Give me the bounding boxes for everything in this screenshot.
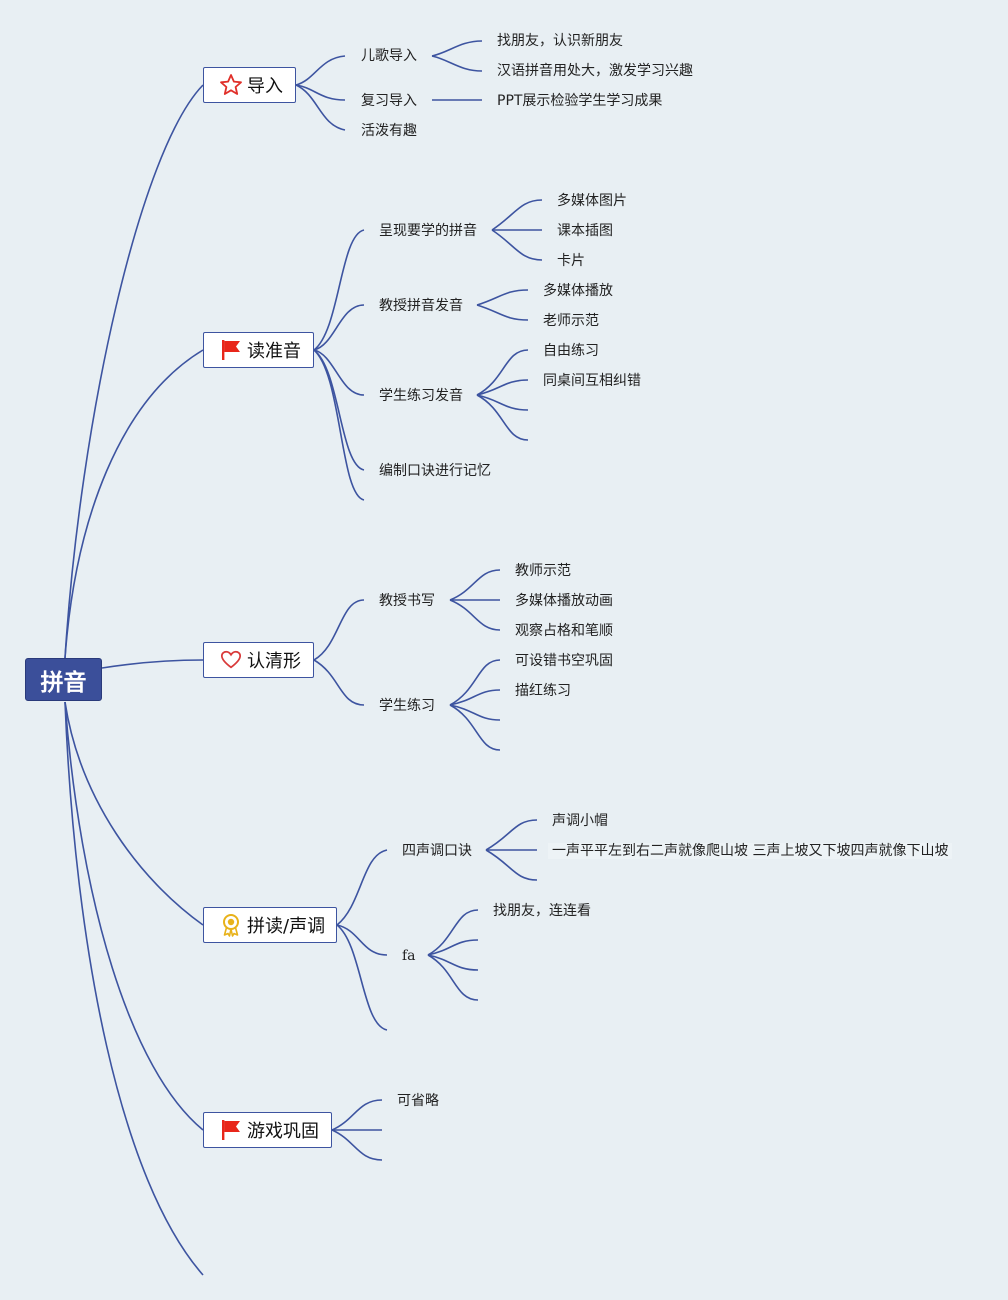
branch-topic-import[interactable]: 导入	[203, 67, 296, 103]
branch-topic-spelling-tone[interactable]: 拼读/声调	[203, 907, 337, 943]
connector-b2-s1-l2	[449, 704, 501, 721]
connector-b3-s2	[336, 924, 388, 1031]
connector-root-b0	[64, 84, 204, 659]
subtopic[interactable]: 儿歌导入	[361, 48, 417, 64]
subtopic[interactable]: 编制口诀进行记忆	[379, 463, 491, 479]
connector-b1-s4	[313, 349, 365, 501]
subtopic[interactable]: 学生练习	[379, 698, 435, 714]
leaf-topic[interactable]: 同桌间互相纠错	[543, 373, 641, 389]
star-icon	[218, 73, 244, 97]
connector-b3-s1-l3	[427, 954, 479, 1001]
connector-b1-s2-l3	[476, 394, 529, 441]
leaf-topic[interactable]: 找朋友，认识新朋友	[497, 33, 623, 49]
branch-topic-label: 导入	[247, 76, 283, 97]
leaf-topic[interactable]: 自由练习	[543, 343, 599, 359]
branch-topic-shape[interactable]: 认清形	[203, 642, 314, 678]
connector-b4-s2	[331, 1129, 383, 1161]
connector-b3-s0	[336, 849, 388, 926]
subtopic[interactable]: 四声调口诀	[402, 843, 472, 859]
leaf-topic[interactable]: 观察占格和笔顺	[515, 623, 613, 639]
leaf-topic[interactable]: 多媒体播放动画	[515, 593, 613, 609]
connector-b1-s1-l1	[476, 304, 529, 321]
connector-b1-s1	[313, 304, 365, 351]
award-ribbon-icon	[218, 913, 244, 937]
connector-b0-s2	[295, 84, 346, 131]
connector-b1-s3	[313, 349, 365, 471]
leaf-topic[interactable]: 多媒体图片	[557, 193, 627, 209]
branch-topic-game[interactable]: 游戏巩固	[203, 1112, 332, 1148]
red-flag-icon	[218, 338, 244, 362]
leaf-topic[interactable]: 卡片	[557, 253, 585, 269]
connector-b0-s0-l0	[431, 40, 483, 57]
subtopic[interactable]: 教授拼音发音	[379, 298, 463, 314]
connector-b3-s0-l0	[485, 819, 538, 851]
subtopic[interactable]: fa	[402, 948, 416, 964]
subtopic[interactable]: 复习导入	[361, 93, 417, 109]
connector-b3-s1-l2	[427, 954, 479, 971]
leaf-topic[interactable]: 老师示范	[543, 313, 599, 329]
leaf-topic[interactable]: 汉语拼音用处大，激发学习兴趣	[497, 63, 693, 79]
leaf-topic[interactable]: PPT展示检验学生学习成果	[497, 93, 663, 109]
branch-topic-label: 认清形	[247, 651, 301, 672]
connector-root-b5	[64, 701, 204, 1276]
connector-b4-s0	[331, 1099, 383, 1131]
connector-b1-s0-l2	[491, 229, 543, 261]
connector-b2-s1-l3	[449, 704, 501, 751]
connector-b0-s0	[295, 55, 346, 86]
leaf-topic[interactable]: 教师示范	[515, 563, 571, 579]
leaf-topic[interactable]: 声调小帽	[552, 813, 608, 829]
connector-root-b1	[64, 349, 204, 659]
leaf-topic[interactable]: 找朋友，连连看	[493, 903, 591, 919]
leaf-topic[interactable]: 课本插图	[557, 223, 613, 239]
connector-b2-s1-l1	[449, 689, 501, 706]
connector-b1-s2-l2	[476, 394, 529, 411]
connector-b3-s1	[336, 924, 388, 956]
subtopic[interactable]: 可省略	[397, 1093, 439, 1109]
branch-topic-label: 游戏巩固	[247, 1121, 319, 1142]
red-flag-icon	[218, 1118, 244, 1142]
branch-topic-label: 拼读/声调	[247, 916, 326, 937]
connector-b2-s0-l2	[449, 599, 501, 631]
connector-b1-s1-l0	[476, 289, 529, 306]
connector-b2-s0	[313, 599, 365, 661]
heart-icon	[218, 648, 244, 672]
connector-b0-s0-l1	[431, 55, 483, 72]
connector-b1-s2-l1	[476, 379, 529, 396]
leaf-topic[interactable]: 一声平平左到右二声就像爬山坡 三声上坡又下坡四声就像下山坡	[548, 843, 953, 859]
branch-topic-pronunciation[interactable]: 读准音	[203, 332, 314, 368]
connector-b1-s0	[313, 229, 365, 351]
leaf-topic[interactable]: 描红练习	[515, 683, 571, 699]
connector-b2-s0-l0	[449, 569, 501, 601]
subtopic[interactable]: 呈现要学的拼音	[379, 223, 477, 239]
connector-b1-s2	[313, 349, 365, 396]
branch-topic-label: 读准音	[247, 341, 301, 362]
connector-b1-s2-l0	[476, 349, 529, 396]
connector-root-b3	[64, 701, 204, 926]
subtopic[interactable]: 学生练习发音	[379, 388, 463, 404]
root-topic-label: 拼音	[40, 669, 87, 696]
subtopic[interactable]: 活泼有趣	[361, 123, 417, 139]
connector-b2-s1-l0	[449, 659, 501, 706]
connector-root-b4	[64, 701, 204, 1131]
connector-root-b2	[101, 659, 204, 669]
leaf-topic[interactable]: 可设错书空巩固	[515, 653, 613, 669]
subtopic[interactable]: 教授书写	[379, 593, 435, 609]
root-topic[interactable]: 拼音	[25, 658, 102, 701]
connector-b3-s1-l0	[427, 909, 479, 956]
connector-b3-s0-l2	[485, 849, 538, 881]
leaf-topic[interactable]: 多媒体播放	[543, 283, 613, 299]
connector-b2-s1	[313, 659, 365, 706]
connector-b0-s1	[295, 84, 346, 101]
connector-b1-s0-l0	[491, 199, 543, 231]
connector-b3-s1-l1	[427, 939, 479, 956]
